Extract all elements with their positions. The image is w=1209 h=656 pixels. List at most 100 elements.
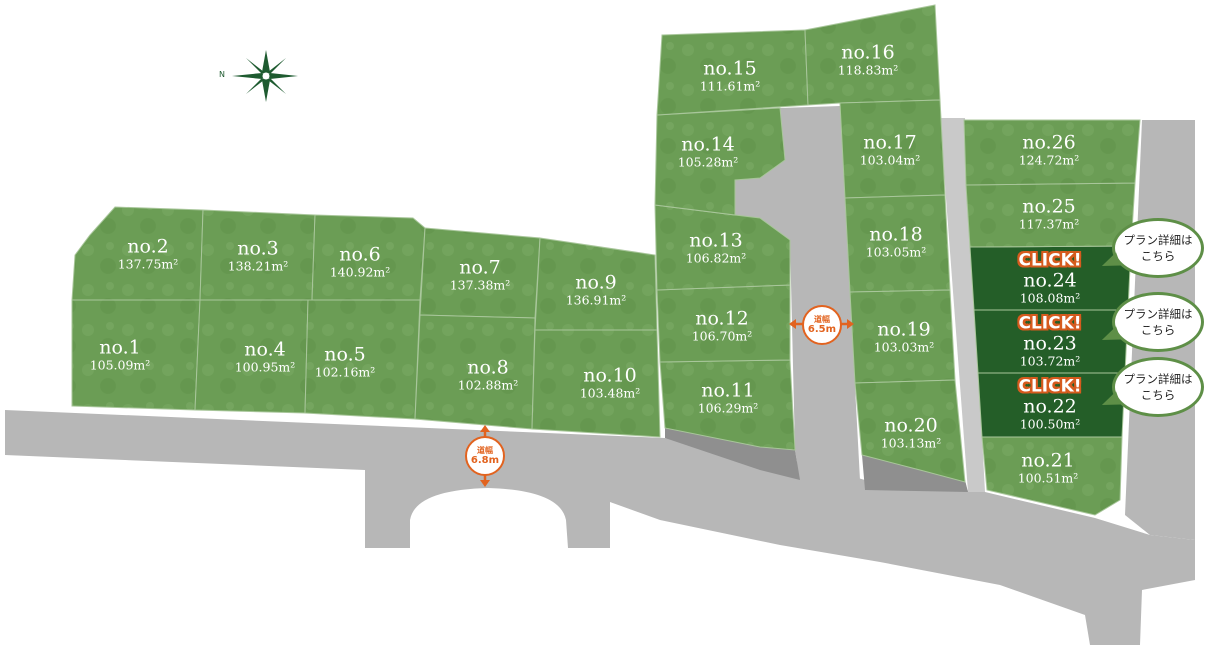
plot-number: no.12 bbox=[695, 307, 749, 330]
plot-area: 137.75m² bbox=[117, 256, 179, 272]
plot-area: 137.38m² bbox=[449, 277, 511, 293]
plot-area: 103.72m² bbox=[1019, 352, 1081, 368]
plan-detail-bubble-23[interactable]: プラン詳細はこちら bbox=[1112, 292, 1204, 352]
plot-area: 105.09m² bbox=[89, 357, 151, 373]
plot-area: 106.29m² bbox=[697, 400, 759, 416]
plot-number: no.24 bbox=[1023, 269, 1077, 292]
road-width-badge-main: 道幅 6.8m bbox=[465, 436, 505, 476]
plot-area: 103.03m² bbox=[873, 339, 935, 355]
bubble-line: プラン詳細は bbox=[1123, 233, 1193, 247]
plot-number: no.20 bbox=[884, 414, 938, 437]
plot-area: 108.08m² bbox=[1019, 289, 1081, 305]
bubble-line: プラン詳細は bbox=[1123, 372, 1193, 386]
road-width-label: 道幅 bbox=[477, 445, 493, 455]
bubble-line: プラン詳細は bbox=[1123, 307, 1193, 321]
plot-shape-14[interactable] bbox=[654, 107, 786, 216]
plot-number: no.23 bbox=[1023, 332, 1077, 355]
side-road bbox=[735, 106, 860, 480]
plot-number: no.25 bbox=[1022, 195, 1076, 218]
plan-detail-bubble-22[interactable]: プラン詳細はこちら bbox=[1112, 357, 1204, 417]
plot-number: no.15 bbox=[703, 57, 757, 80]
plot-number: no.21 bbox=[1021, 449, 1075, 472]
plot-area: 111.61m² bbox=[699, 78, 761, 94]
plot-number: no.22 bbox=[1023, 395, 1077, 418]
click-cta[interactable]: CLICK! bbox=[1018, 313, 1082, 334]
compass-rose-icon bbox=[232, 50, 298, 102]
plot-number: no.4 bbox=[244, 338, 286, 361]
compass-north-label: N bbox=[219, 70, 225, 79]
plot-area: 105.28m² bbox=[677, 154, 739, 170]
plot-area: 138.21m² bbox=[227, 258, 289, 274]
plot-area: 103.05m² bbox=[865, 244, 927, 260]
plot-area: 140.92m² bbox=[329, 264, 391, 280]
road-shadow-left bbox=[665, 428, 800, 480]
plot-number: no.19 bbox=[877, 318, 931, 341]
plot-area: 103.48m² bbox=[579, 385, 641, 401]
click-cta[interactable]: CLICK! bbox=[1018, 376, 1082, 397]
plot-shape-20[interactable] bbox=[854, 379, 966, 483]
plot-shape-26[interactable] bbox=[963, 119, 1141, 186]
plots bbox=[71, 4, 1141, 516]
bubble-line: こちら bbox=[1140, 323, 1176, 337]
plot-number: no.18 bbox=[869, 223, 923, 246]
plot-area: 118.83m² bbox=[837, 62, 899, 78]
road-width-badge-side: 道幅 6.5m bbox=[802, 305, 842, 345]
plot-number: no.6 bbox=[339, 243, 381, 266]
plot-area: 124.72m² bbox=[1018, 152, 1080, 168]
road-width-value: 6.8m bbox=[470, 454, 500, 466]
plot-area: 106.70m² bbox=[691, 328, 753, 344]
plot-number: no.9 bbox=[575, 271, 617, 294]
plot-area: 100.50m² bbox=[1019, 415, 1081, 431]
plot-number: no.5 bbox=[324, 343, 366, 366]
plot-area: 117.37m² bbox=[1018, 216, 1080, 232]
road-width-label: 道幅 bbox=[814, 314, 830, 324]
plot-number: no.10 bbox=[583, 364, 637, 387]
plot-area: 136.91m² bbox=[565, 292, 627, 308]
plot-number: no.2 bbox=[127, 235, 169, 258]
click-cta[interactable]: CLICK! bbox=[1018, 250, 1082, 271]
plot-number: no.16 bbox=[841, 41, 895, 64]
plot-number: no.26 bbox=[1022, 131, 1076, 154]
plot-area: 103.13m² bbox=[880, 435, 942, 451]
road-shadow-right bbox=[862, 455, 968, 492]
plot-number: no.14 bbox=[681, 133, 735, 156]
plot-number: no.17 bbox=[863, 131, 917, 154]
main-road bbox=[5, 410, 1195, 645]
plot-area: 100.51m² bbox=[1017, 470, 1079, 486]
plot-shape-10[interactable] bbox=[531, 329, 661, 438]
plot-area: 106.82m² bbox=[685, 250, 747, 266]
plan-detail-bubble-24[interactable]: プラン詳細はこちら bbox=[1112, 218, 1204, 278]
bubble-line: こちら bbox=[1140, 249, 1176, 263]
plot-area: 102.88m² bbox=[457, 377, 519, 393]
plot-area: 103.04m² bbox=[859, 152, 921, 168]
plot-number: no.1 bbox=[99, 336, 141, 359]
plot-number: no.13 bbox=[689, 229, 743, 252]
